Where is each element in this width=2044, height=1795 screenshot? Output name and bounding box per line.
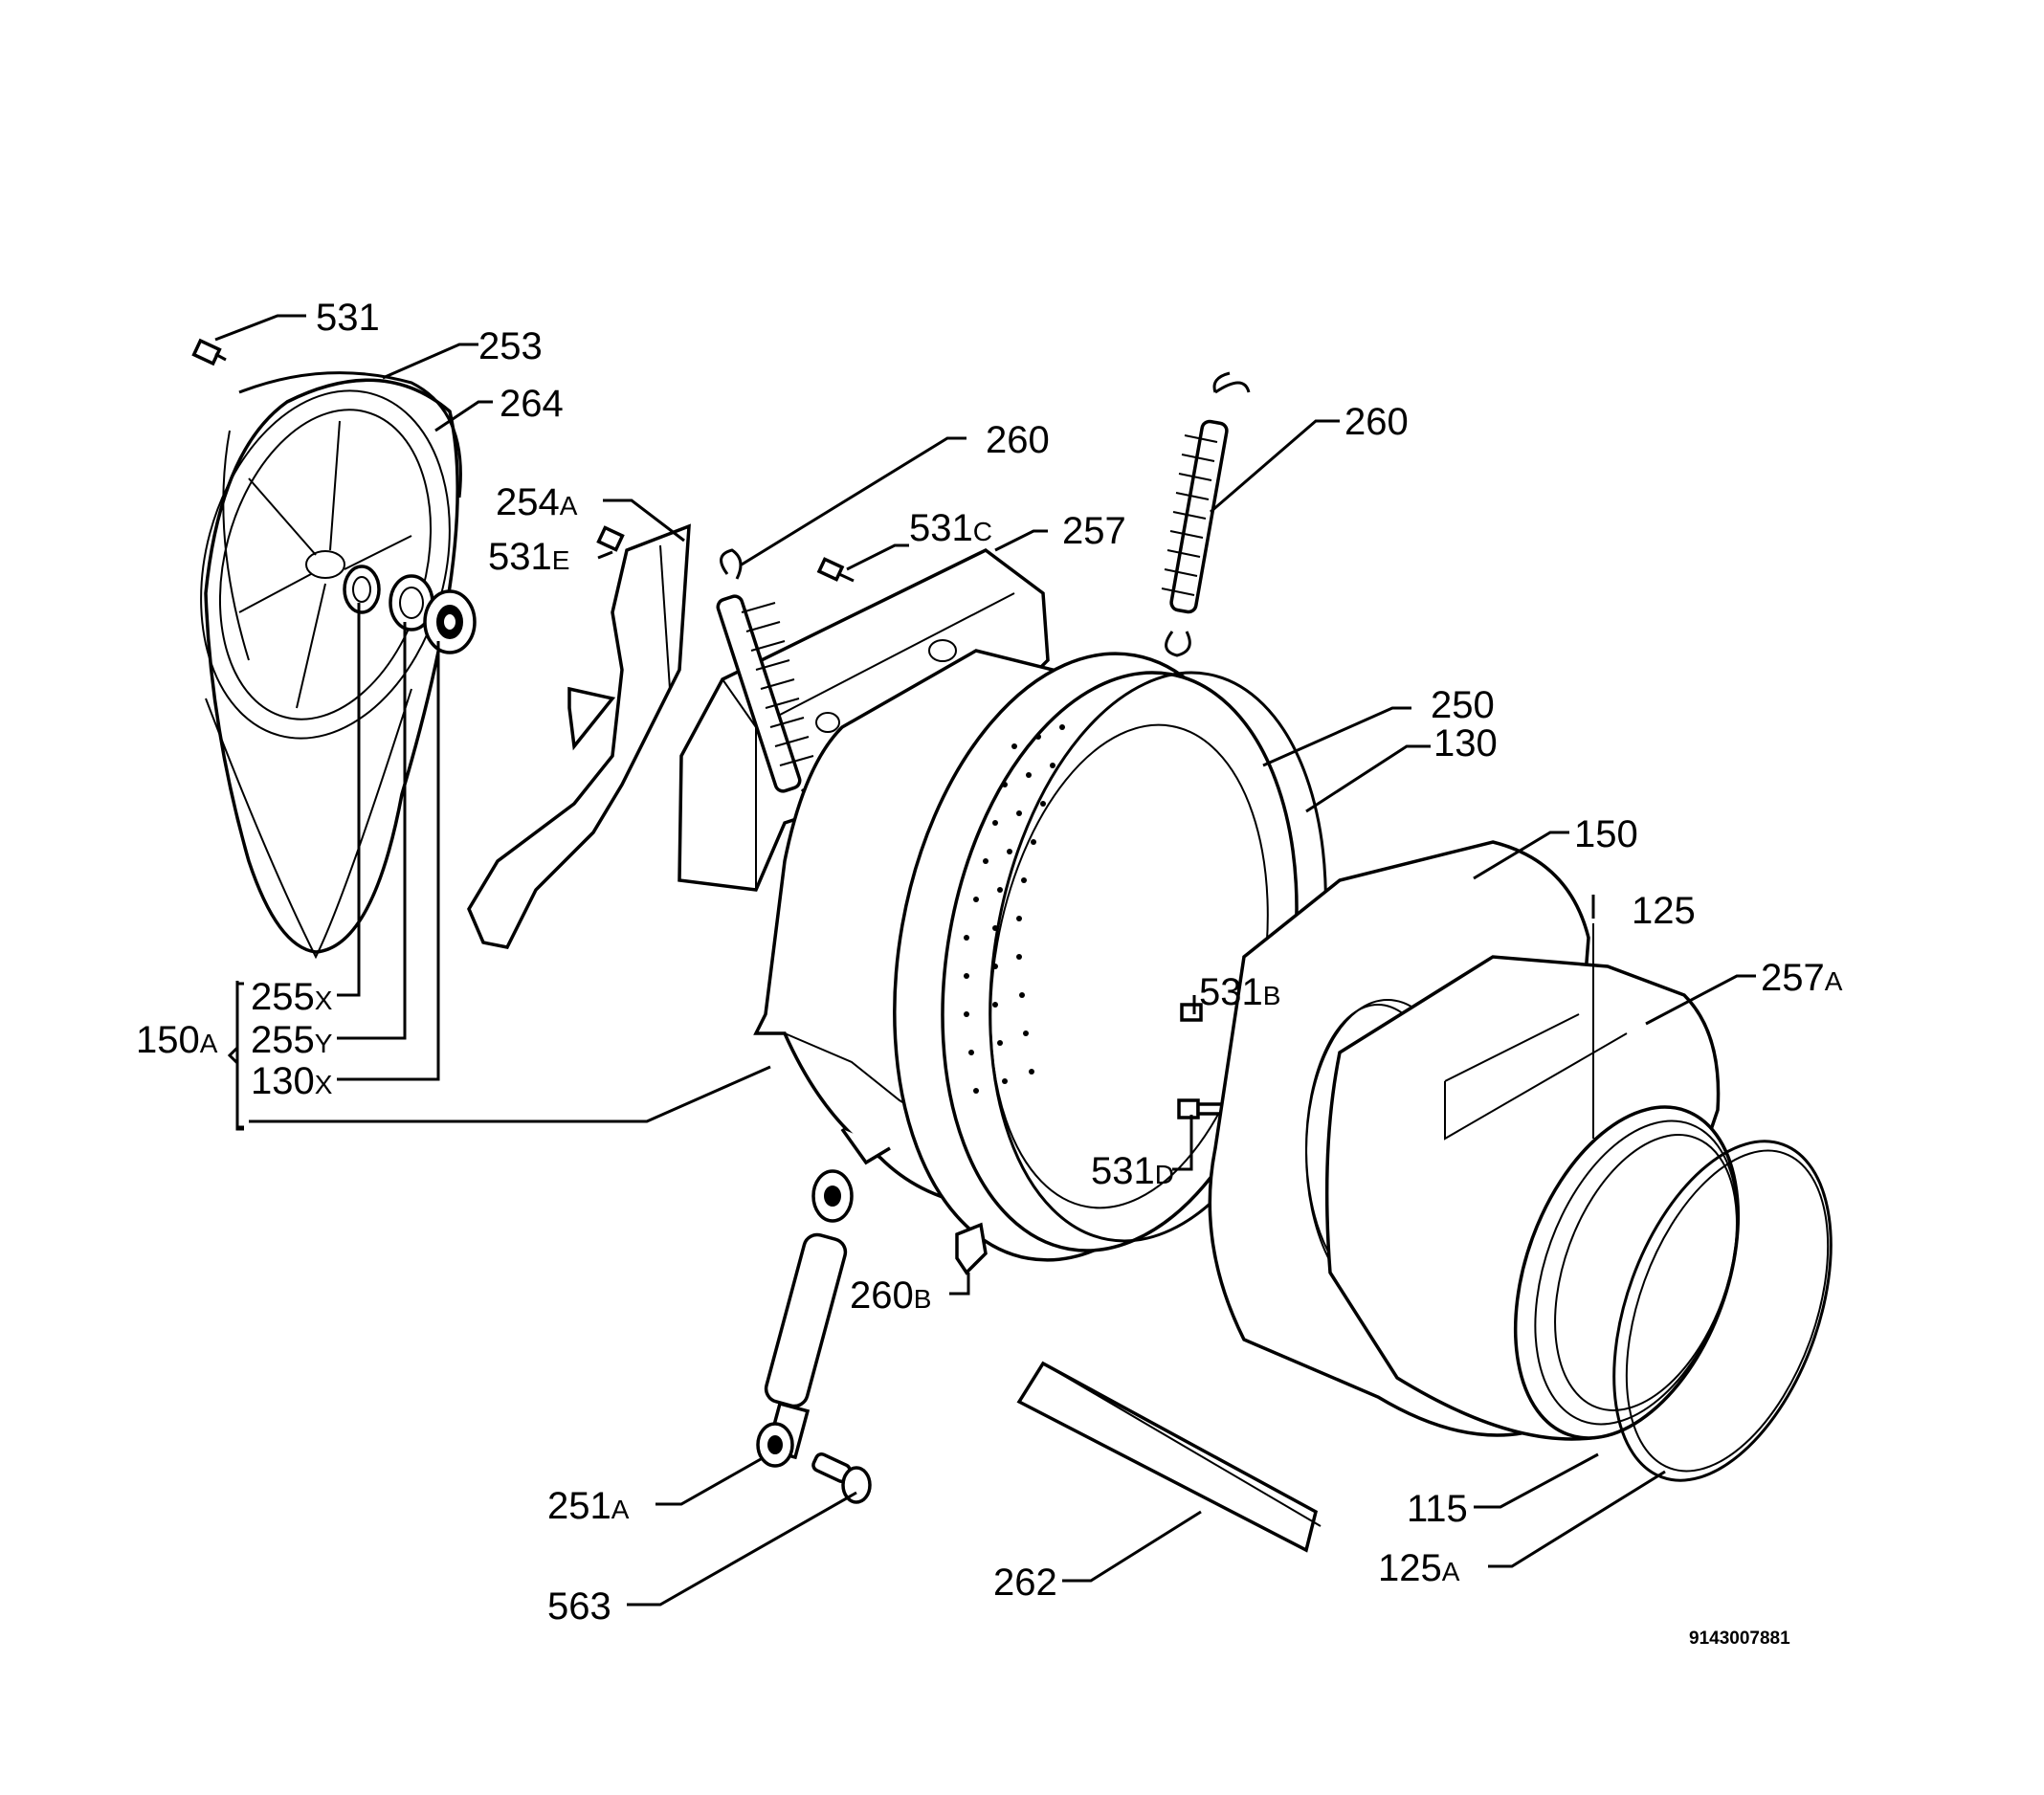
- screw-531E-part: [596, 525, 625, 552]
- label-130: 130: [1433, 722, 1498, 765]
- label-115: 115: [1407, 1488, 1468, 1530]
- pin-563-part: [811, 1452, 872, 1504]
- label-255Y: 255Y: [251, 1019, 333, 1061]
- screw-531C-part: [816, 557, 855, 583]
- label-531E: 531E: [488, 536, 569, 578]
- screw-531-part: [191, 338, 227, 366]
- label-254A: 254A: [496, 481, 578, 523]
- label-531B: 531B: [1199, 971, 1280, 1013]
- label-260-left: 260: [986, 419, 1050, 461]
- bearing-255Y-part: [389, 574, 434, 632]
- leader-lines: [214, 314, 1756, 1607]
- screw-531B-part: [1180, 1003, 1203, 1022]
- label-531D: 531D: [1091, 1150, 1174, 1192]
- clip-260B-part: [955, 1222, 988, 1275]
- label-260B: 260B: [850, 1274, 931, 1317]
- bearing-255X-part: [343, 565, 381, 614]
- label-563: 563: [547, 1585, 611, 1628]
- bracket-254A-part: [467, 523, 691, 949]
- label-255X: 255X: [251, 976, 333, 1018]
- label-260-right: 260: [1344, 401, 1409, 443]
- shock-absorber-251A-part: [756, 1169, 854, 1468]
- label-531C: 531C: [909, 507, 992, 549]
- drawing-code: 9143007881: [1689, 1629, 1790, 1649]
- label-125A: 125A: [1378, 1547, 1460, 1589]
- bracket-262-part: [1016, 1361, 1322, 1553]
- label-250: 250: [1431, 684, 1495, 726]
- belt-253-part: [205, 371, 462, 960]
- label-251A: 251A: [547, 1485, 630, 1527]
- label-253: 253: [478, 325, 543, 367]
- spring-260-right-part: [1161, 371, 1251, 657]
- label-262: 262: [993, 1562, 1057, 1604]
- label-257: 257: [1062, 510, 1126, 552]
- label-257A: 257A: [1761, 957, 1843, 999]
- label-531: 531: [316, 297, 380, 339]
- label-150: 150: [1574, 813, 1638, 855]
- group-bracket-150A: [227, 982, 244, 1129]
- seal-130X-part: [423, 589, 477, 654]
- label-264: 264: [500, 383, 564, 425]
- label-130X: 130X: [251, 1060, 333, 1102]
- label-125: 125: [1632, 890, 1696, 932]
- clamp-ring-125A-part: [1612, 1140, 1833, 1482]
- label-150A: 150A: [136, 1019, 218, 1061]
